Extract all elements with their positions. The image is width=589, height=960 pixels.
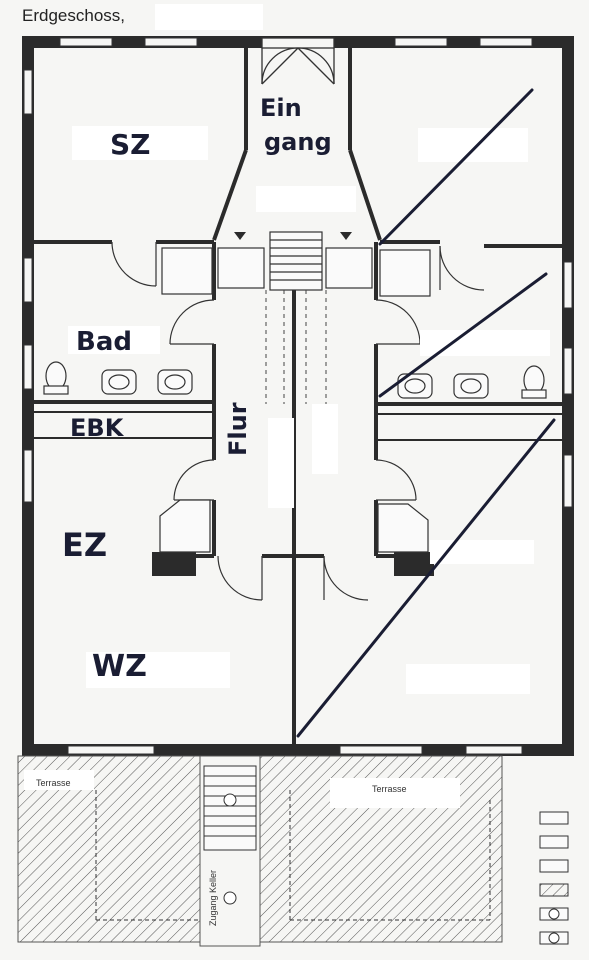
entrance-door — [261, 37, 335, 85]
room-label-flur: Flur — [224, 402, 252, 456]
bathroom-fixtures — [43, 361, 547, 399]
keller-label: Zugang Keller — [208, 870, 218, 926]
strike-lines — [296, 88, 556, 738]
room-label-ebk: EBK — [70, 414, 125, 442]
terrace-area — [17, 755, 503, 947]
room-label-eingang-2: gang — [264, 128, 332, 156]
whiteout-patch — [312, 404, 338, 474]
stair-arrows — [234, 232, 352, 240]
legend-symbols — [539, 811, 569, 945]
windows — [23, 37, 573, 755]
room-label-eingang-1: Ein — [260, 94, 302, 122]
room-label-ez: EZ — [62, 526, 107, 564]
whiteout-patches — [68, 126, 550, 694]
chimney-blocks — [152, 552, 434, 576]
floor-title: Erdgeschoss, — [22, 6, 125, 25]
whiteout-patch — [268, 418, 294, 508]
wardrobes — [159, 247, 431, 553]
terrace-label-right: Terrasse — [372, 784, 407, 794]
room-label-bad: Bad — [76, 327, 132, 357]
whiteout-patch — [155, 4, 263, 30]
interior-walls — [34, 48, 562, 744]
staircase — [269, 231, 323, 291]
terrace-label-left: Terrasse — [36, 778, 71, 788]
room-label-sz: SZ — [110, 128, 150, 161]
room-label-wz: WZ — [92, 649, 147, 684]
corridor-dashes — [265, 290, 327, 404]
